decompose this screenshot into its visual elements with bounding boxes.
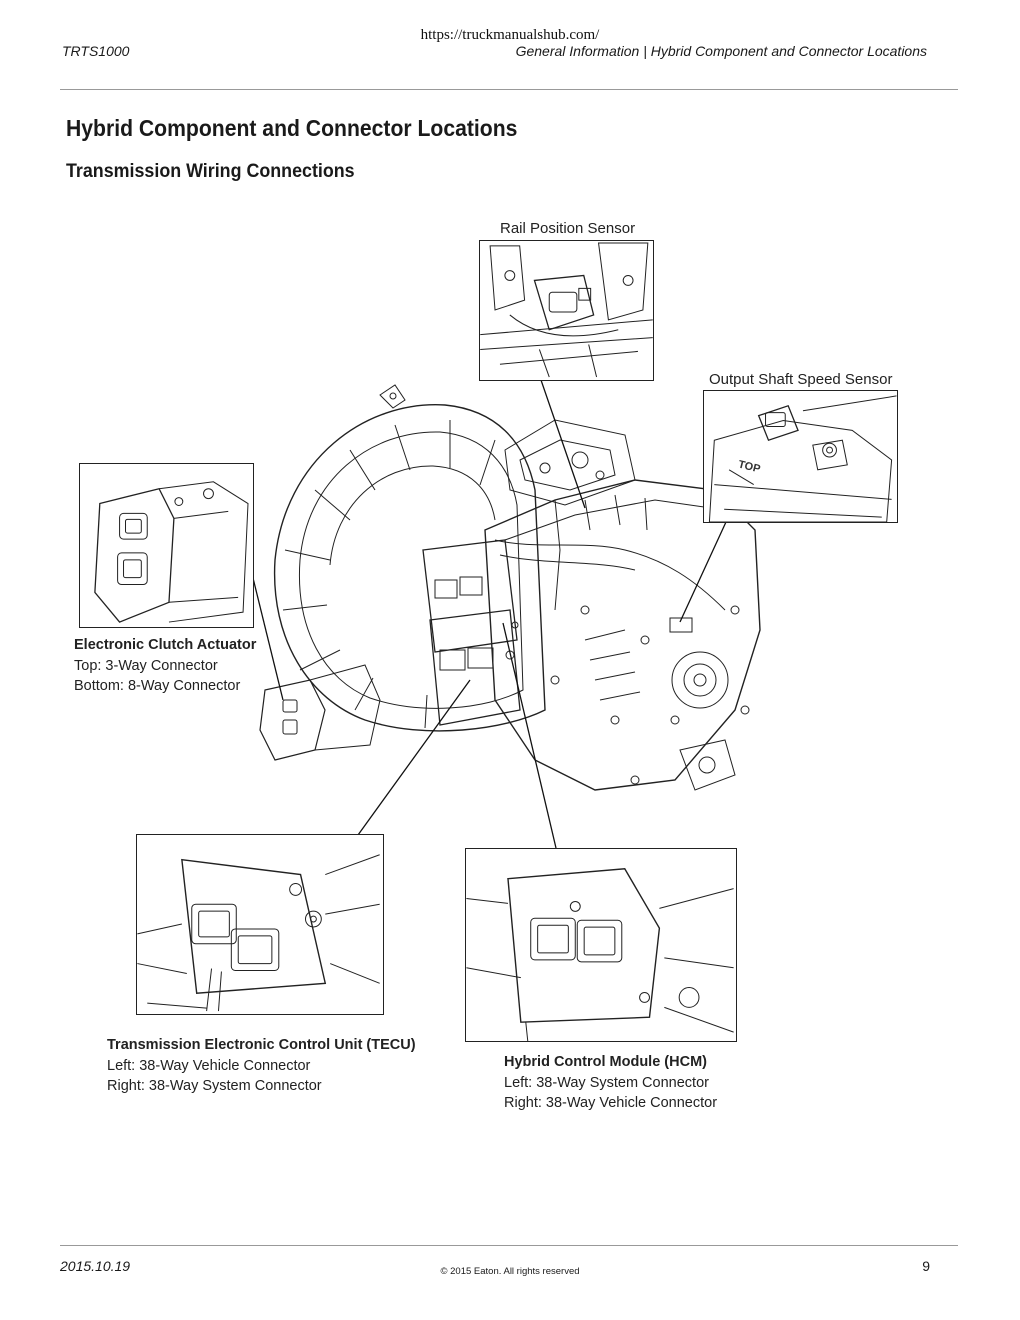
clutch-actuator-title: Electronic Clutch Actuator bbox=[74, 637, 257, 653]
transmission-illustration bbox=[255, 380, 775, 820]
output-shaft-speed-sensor-inset: TOP bbox=[703, 390, 898, 523]
tecu-caption: Transmission Electronic Control Unit (TE… bbox=[107, 1035, 416, 1097]
hcm-line1: Left: 38-Way System Connector bbox=[504, 1074, 709, 1091]
page-number: 9 bbox=[922, 1258, 930, 1274]
header-section: General Information | Hybrid Component a… bbox=[515, 43, 927, 59]
clutch-actuator-line2: Bottom: 8-Way Connector bbox=[74, 678, 241, 694]
tecu-line1: Left: 38-Way Vehicle Connector bbox=[107, 1057, 311, 1074]
header-doc-code: TRTS1000 bbox=[62, 43, 130, 59]
watermark-url: https://truckmanualshub.com/ bbox=[420, 27, 600, 43]
hcm-caption: Hybrid Control Module (HCM) Left: 38-Way… bbox=[504, 1052, 717, 1114]
hcm-line2: Right: 38-Way Vehicle Connector bbox=[504, 1095, 718, 1111]
tecu-inset bbox=[136, 834, 384, 1015]
hcm-title: Hybrid Control Module (HCM) bbox=[504, 1054, 707, 1070]
tecu-title: Transmission Electronic Control Unit (TE… bbox=[107, 1037, 416, 1053]
page-title: Hybrid Component and Connector Locations bbox=[66, 115, 518, 141]
section-subtitle: Transmission Wiring Connections bbox=[66, 161, 355, 182]
output-shaft-speed-sensor-label: Output Shaft Speed Sensor bbox=[709, 371, 893, 388]
footer-copyright: © 2015 Eaton. All rights reserved bbox=[440, 1266, 580, 1277]
tecu-line2: Right: 38-Way System Connector bbox=[107, 1078, 322, 1094]
header-divider bbox=[60, 89, 958, 90]
hcm-inset bbox=[465, 848, 737, 1042]
footer-divider bbox=[60, 1245, 958, 1246]
footer-date: 2015.10.19 bbox=[60, 1258, 131, 1274]
clutch-actuator-caption: Electronic Clutch Actuator Top: 3-Way Co… bbox=[74, 635, 256, 697]
clutch-actuator-inset bbox=[79, 463, 254, 628]
rail-position-sensor-inset bbox=[479, 240, 654, 381]
clutch-actuator-line1: Top: 3-Way Connector bbox=[74, 657, 218, 674]
rail-position-sensor-label: Rail Position Sensor bbox=[500, 220, 636, 237]
